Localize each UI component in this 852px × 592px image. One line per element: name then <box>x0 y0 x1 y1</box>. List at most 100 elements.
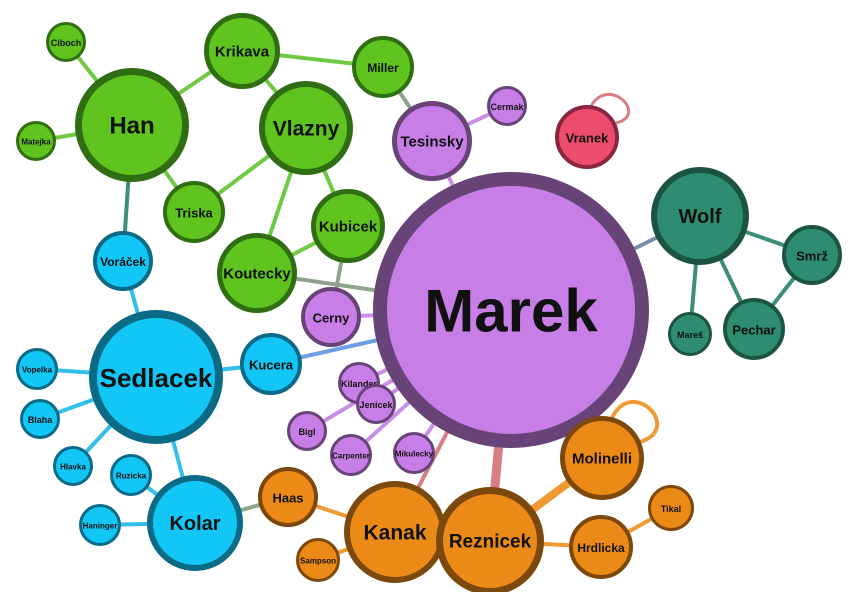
node-label-ciboch: Ciboch <box>51 38 82 48</box>
node-miller[interactable]: Miller <box>352 36 414 98</box>
node-carpenter[interactable]: Carpenter <box>330 434 372 476</box>
node-molinelli[interactable]: Molinelli <box>560 416 644 500</box>
node-circle-marek[interactable] <box>373 172 649 448</box>
node-circle-hlavka[interactable] <box>53 446 93 486</box>
node-label-kilander: Kilander <box>341 379 378 389</box>
node-circle-vopelka[interactable] <box>16 348 58 390</box>
node-circle-ruzicka[interactable] <box>110 454 152 496</box>
node-label-han: Han <box>109 113 154 140</box>
node-vranek[interactable]: Vranek <box>555 105 619 169</box>
node-circle-miller[interactable] <box>352 36 414 98</box>
self-loop-edge-vranek <box>589 92 631 125</box>
node-hrdlicka[interactable]: Hrdlicka <box>569 515 633 579</box>
node-label-reznicek: Reznicek <box>449 532 532 553</box>
node-sampson[interactable]: Sampson <box>296 538 340 582</box>
node-ruzicka[interactable]: Ruzicka <box>110 454 152 496</box>
node-label-vranek: Vranek <box>566 131 609 146</box>
node-circle-triska[interactable] <box>163 181 225 243</box>
node-label-marek: Marek <box>424 278 598 345</box>
node-koutecky[interactable]: Koutecky <box>217 233 297 313</box>
node-krikava[interactable]: Krikava <box>204 13 280 89</box>
node-label-ruzicka: Ruzicka <box>116 472 147 481</box>
node-circle-jenicek[interactable] <box>356 384 396 424</box>
node-label-jenicek: Jenicek <box>359 400 393 410</box>
node-circle-pechar[interactable] <box>723 298 785 360</box>
node-hlavka[interactable]: Hlavka <box>53 446 93 486</box>
node-pechar[interactable]: Pechar <box>723 298 785 360</box>
node-circle-krikava[interactable] <box>204 13 280 89</box>
node-circle-sedlacek[interactable] <box>89 310 223 444</box>
node-circle-voracek[interactable] <box>93 231 153 291</box>
node-sedlacek[interactable]: Sedlacek <box>89 310 223 444</box>
node-label-carpenter: Carpenter <box>332 452 370 461</box>
node-bigl[interactable]: Bigl <box>287 411 327 451</box>
node-circle-hrdlicka[interactable] <box>569 515 633 579</box>
node-circle-vranek[interactable] <box>555 105 619 169</box>
node-label-kucera: Kucera <box>249 358 294 373</box>
node-cerny[interactable]: Cerny <box>301 287 361 347</box>
node-circle-molinelli[interactable] <box>560 416 644 500</box>
node-layer: MarekTesinskyCermakCernyKilanderJenicekB… <box>16 13 842 592</box>
node-circle-blaha[interactable] <box>20 399 60 439</box>
node-blaha[interactable]: Blaha <box>20 399 60 439</box>
node-circle-wolf[interactable] <box>651 167 749 265</box>
node-circle-mikulecky[interactable] <box>393 432 435 474</box>
node-label-triska: Triska <box>175 206 213 221</box>
node-label-bigl: Bigl <box>299 427 316 437</box>
node-haas[interactable]: Haas <box>258 467 318 527</box>
node-matejka[interactable]: Matejka <box>16 121 56 161</box>
node-voracek[interactable]: Voráček <box>93 231 153 291</box>
node-triska[interactable]: Triska <box>163 181 225 243</box>
node-circle-tesinsky[interactable] <box>392 101 472 181</box>
node-circle-kucera[interactable] <box>240 333 302 395</box>
node-circle-tikal[interactable] <box>648 485 694 531</box>
node-label-hlavka: Hlavka <box>60 463 86 472</box>
node-label-kanak: Kanak <box>363 522 426 545</box>
node-circle-haas[interactable] <box>258 467 318 527</box>
node-haninger[interactable]: Haninger <box>79 504 121 546</box>
node-circle-kolar[interactable] <box>147 475 243 571</box>
self-loop-edge-molinelli <box>610 400 660 444</box>
node-label-sedlacek: Sedlacek <box>100 363 213 393</box>
node-kolar[interactable]: Kolar <box>147 475 243 571</box>
node-label-voracek: Voráček <box>100 255 146 269</box>
node-circle-carpenter[interactable] <box>330 434 372 476</box>
node-circle-vlazny[interactable] <box>259 81 353 175</box>
node-han[interactable]: Han <box>75 68 189 182</box>
node-circle-mares[interactable] <box>668 312 712 356</box>
node-kanak[interactable]: Kanak <box>344 481 446 583</box>
node-reznicek[interactable]: Reznicek <box>436 487 544 592</box>
node-circle-ciboch[interactable] <box>46 22 86 62</box>
node-jenicek[interactable]: Jenicek <box>356 384 396 424</box>
node-label-krikava: Krikava <box>215 44 270 61</box>
node-vlazny[interactable]: Vlazny <box>259 81 353 175</box>
node-circle-kubicek[interactable] <box>311 189 385 263</box>
node-smrz[interactable]: Smrž <box>782 225 842 285</box>
node-marek[interactable]: Marek <box>373 172 649 448</box>
node-kucera[interactable]: Kucera <box>240 333 302 395</box>
node-cermak[interactable]: Cermak <box>487 86 527 126</box>
node-circle-haninger[interactable] <box>79 504 121 546</box>
node-mikulecky[interactable]: Mikulecky <box>393 432 435 474</box>
node-mares[interactable]: Mareš <box>668 312 712 356</box>
node-label-koutecky: Koutecky <box>223 266 291 283</box>
node-ciboch[interactable]: Ciboch <box>46 22 86 62</box>
node-label-wolf: Wolf <box>679 206 722 228</box>
node-circle-bigl[interactable] <box>287 411 327 451</box>
node-kubicek[interactable]: Kubicek <box>311 189 385 263</box>
node-wolf[interactable]: Wolf <box>651 167 749 265</box>
node-circle-han[interactable] <box>75 68 189 182</box>
node-label-kolar: Kolar <box>169 513 220 535</box>
node-vopelka[interactable]: Vopelka <box>16 348 58 390</box>
node-circle-smrz[interactable] <box>782 225 842 285</box>
node-circle-sampson[interactable] <box>296 538 340 582</box>
node-tesinsky[interactable]: Tesinsky <box>392 101 472 181</box>
node-label-vlazny: Vlazny <box>273 118 340 141</box>
node-circle-matejka[interactable] <box>16 121 56 161</box>
node-tikal[interactable]: Tikal <box>648 485 694 531</box>
node-label-matejka: Matejka <box>21 138 51 147</box>
node-circle-cermak[interactable] <box>487 86 527 126</box>
node-circle-koutecky[interactable] <box>217 233 297 313</box>
node-circle-cerny[interactable] <box>301 287 361 347</box>
node-label-pechar: Pechar <box>732 323 775 338</box>
